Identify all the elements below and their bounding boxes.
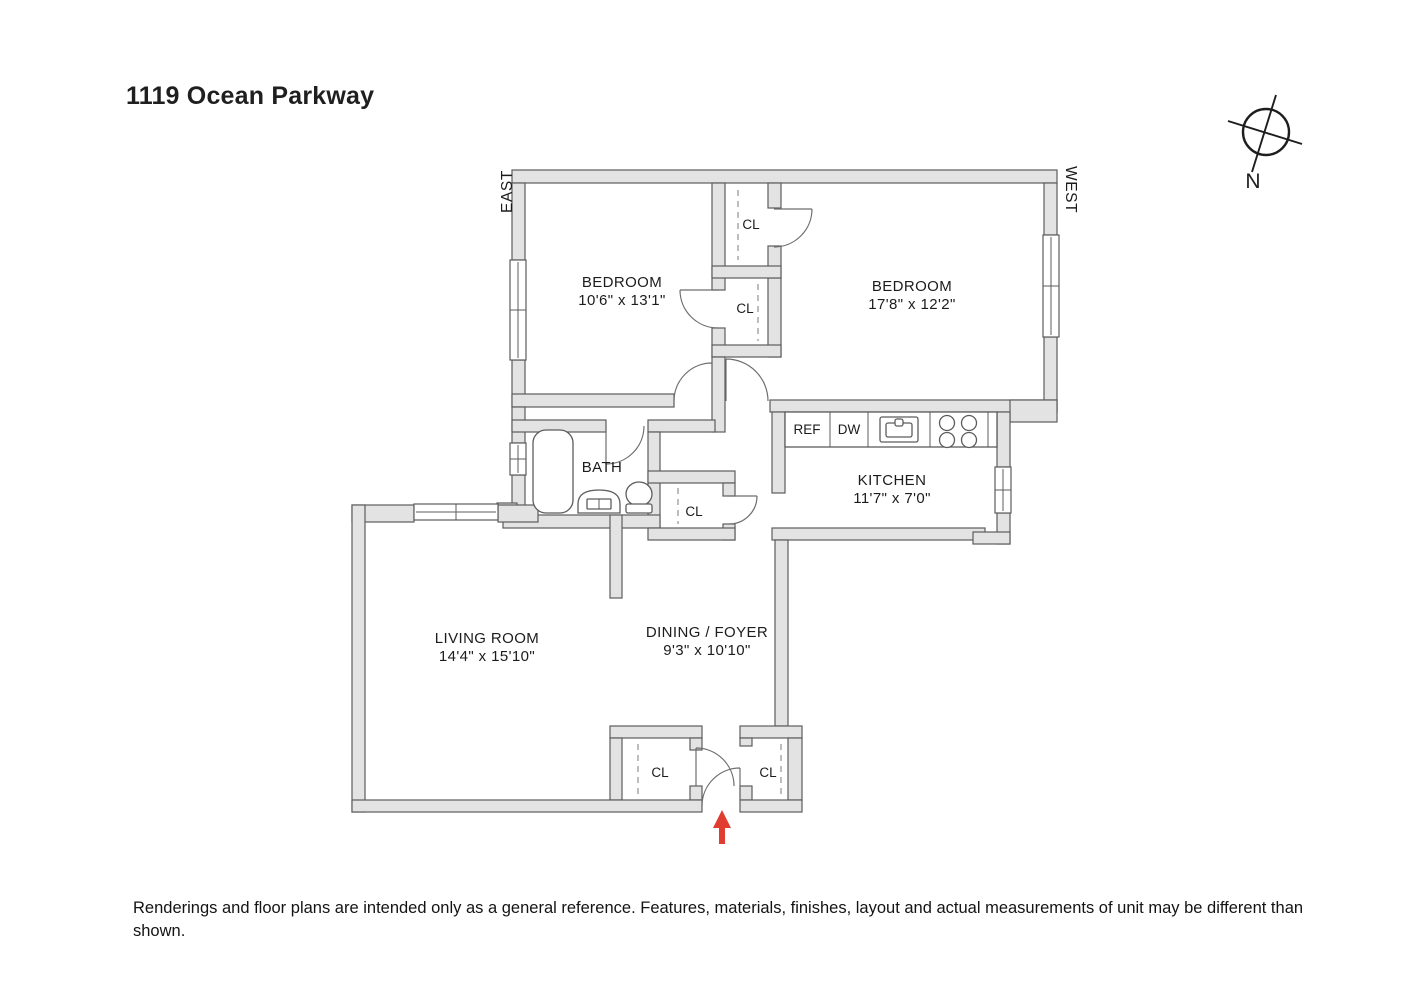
window-icon: [1042, 234, 1060, 338]
closet-b-label: CL: [736, 301, 754, 316]
refrigerator-label: REF: [794, 422, 821, 437]
east-label: EAST: [499, 170, 516, 213]
window-icon: [994, 466, 1012, 514]
compass-icon: N: [1227, 94, 1303, 193]
window-icon: [509, 259, 527, 361]
living-room-dims: 14'4" x 15'10": [439, 648, 535, 665]
bedroom-1-dims: 10'6" x 13'1": [578, 292, 665, 309]
dishwasher-label: DW: [838, 422, 861, 437]
door-swing: [679, 289, 719, 329]
disclaimer-text: Renderings and floor plans are intended …: [133, 899, 1304, 940]
bathtub-icon: [532, 429, 574, 514]
door-swing: [605, 425, 645, 465]
room-labels: BEDROOM 10'6" x 13'1" BEDROOM 17'8" x 12…: [435, 274, 956, 665]
page-title: 1119 Ocean Parkway: [126, 82, 375, 110]
door-swing: [673, 362, 713, 402]
door-swing: [773, 208, 813, 248]
entry-closet-right-label: CL: [759, 765, 777, 780]
windows: [413, 234, 1060, 521]
walls: [351, 169, 1058, 813]
closet-a-label: CL: [742, 217, 760, 232]
closet-labels: CL CL CL CL CL: [651, 217, 777, 780]
window-icon: [509, 442, 527, 476]
door-swing: [725, 358, 769, 402]
door-swing: [728, 495, 758, 525]
entry-closet-left-label: CL: [651, 765, 669, 780]
door-swing: [695, 747, 735, 787]
bedroom-1-label: BEDROOM: [582, 274, 662, 291]
living-room-label: LIVING ROOM: [435, 630, 539, 647]
kitchen-dims: 11'7" x 7'0": [853, 490, 931, 507]
bedroom-2-label: BEDROOM: [872, 278, 952, 295]
west-label: WEST: [1062, 166, 1079, 213]
entry-arrow-icon: [713, 810, 731, 844]
appliance-labels: REF DW: [794, 422, 861, 437]
doors: [605, 208, 813, 807]
closet-rods: [637, 190, 782, 796]
kitchen-sink-icon: [879, 416, 919, 443]
dining-foyer-label: DINING / FOYER: [646, 624, 768, 641]
dining-foyer-dims: 9'3" x 10'10": [663, 642, 750, 659]
compass-north-label: N: [1245, 170, 1260, 193]
door-swing: [701, 767, 741, 807]
kitchen-label: KITCHEN: [858, 472, 927, 489]
stove-burners-icon: [938, 414, 978, 449]
hall-closet-label: CL: [685, 504, 703, 519]
toilet-icon: [625, 481, 653, 514]
bath-sink-icon: [577, 489, 621, 514]
bedroom-2-dims: 17'8" x 12'2": [868, 296, 955, 313]
window-icon: [413, 503, 499, 521]
bath-label: BATH: [582, 459, 623, 476]
